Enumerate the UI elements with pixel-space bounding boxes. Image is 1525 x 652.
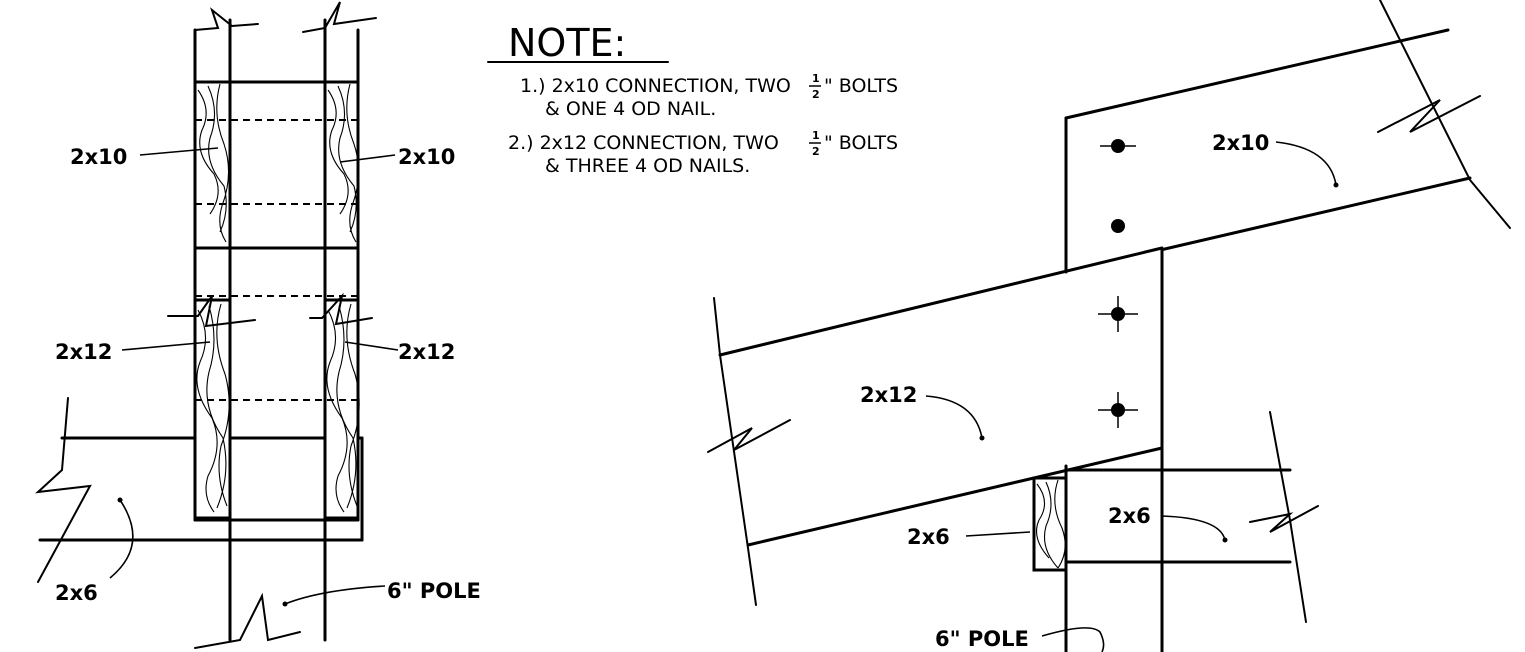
note-fraction-2-den: 2 [812, 145, 820, 158]
note-line-2-suffix: " BOLTS [824, 132, 898, 154]
left-2x12-break-marks [167, 292, 373, 328]
left-2x10-section-b [323, 80, 360, 250]
note-fraction-1-den: 2 [812, 88, 820, 101]
note-title: NOTE: [508, 21, 626, 65]
label-2x12-left-a: 2x12 [55, 340, 112, 364]
label-2x6-left: 2x6 [55, 581, 98, 605]
label-2x10-left-a: 2x10 [70, 145, 127, 169]
left-bolt-lines [195, 119, 358, 401]
right-bolts [1098, 139, 1138, 428]
label-pole-left: 6" POLE [387, 579, 481, 603]
right-section-view: 2x10 2x12 2x6 2x6 6" POLE [707, 0, 1511, 652]
note-line-1: 1.) 2x10 CONNECTION, TWO [520, 75, 791, 97]
left-elevation-view: 2x10 2x10 2x12 2x12 2x6 6" POLE [35, 1, 481, 649]
label-2x12-right: 2x12 [860, 383, 917, 407]
note-fraction-2-num: 1 [812, 129, 820, 142]
label-2x6-block: 2x6 [907, 525, 950, 549]
left-2x12-section-b [323, 298, 360, 520]
label-2x10-left-b: 2x10 [398, 145, 455, 169]
label-2x6-beam: 2x6 [1108, 504, 1151, 528]
label-2x10-right: 2x10 [1212, 131, 1269, 155]
label-2x12-left-b: 2x12 [398, 340, 455, 364]
left-2x12-section-a [193, 298, 232, 520]
left-2x10-section-a [193, 80, 232, 250]
right-2x12-member [707, 246, 1164, 606]
note-line-1-suffix: " BOLTS [824, 75, 898, 97]
note-line-2: 2.) 2x12 CONNECTION, TWO [508, 132, 779, 154]
note-line-2-cont: & THREE 4 OD NAILS. [545, 155, 750, 177]
note-fraction-1-num: 1 [812, 72, 820, 85]
note-block: NOTE: 1.) 2x10 CONNECTION, TWO 1 2 " BOL… [487, 21, 898, 177]
label-pole-right: 6" POLE [935, 627, 1029, 651]
right-2x10-member [1064, 0, 1511, 274]
right-2x6-beam [1064, 411, 1319, 623]
note-line-1-cont: & ONE 4 OD NAIL. [545, 98, 716, 120]
right-2x6-block [1032, 476, 1068, 572]
